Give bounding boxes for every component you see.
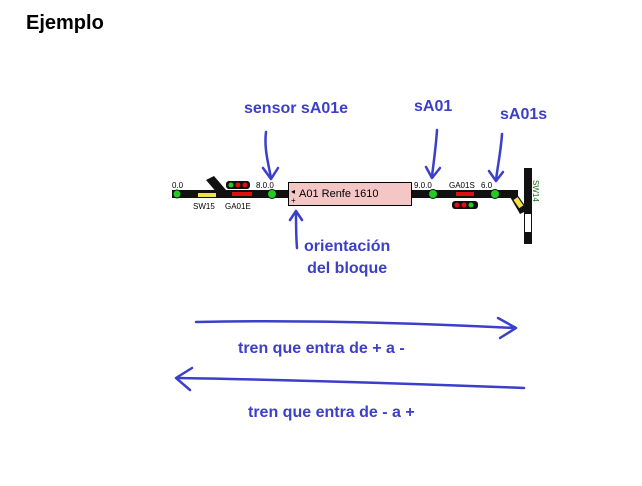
block-a01[interactable]: ◂ + A01 Renfe 1610 xyxy=(288,182,412,206)
annotation-orientacion: orientación del bloque xyxy=(304,236,390,280)
switch-label-sw15: SW15 xyxy=(193,202,215,211)
block-orientation-marker: ◂ xyxy=(291,187,296,196)
annotation-sensor-sa01e: sensor sA01e xyxy=(244,100,349,117)
arrow-sa01s xyxy=(494,132,504,182)
annotation-plus-to-minus: tren que entra de + a - xyxy=(238,340,405,357)
sensor-left-end xyxy=(172,189,182,199)
signal-ga01s-lamp1 xyxy=(454,202,460,208)
annotation-sa01: sA01 xyxy=(414,98,453,115)
arrow-orientacion xyxy=(294,210,299,250)
sensor-sa01s xyxy=(490,189,500,199)
arrowhead-sa01s xyxy=(487,169,505,183)
sensor-sa01 xyxy=(428,189,438,199)
signal-label-ga01e: GA01E xyxy=(225,202,251,211)
arrowhead-plus-minus xyxy=(496,316,518,340)
switch-right-white xyxy=(525,214,531,232)
sensor-sa01e xyxy=(267,189,277,199)
page-title: Ejemplo xyxy=(26,12,104,34)
arrowhead-orientacion xyxy=(288,209,304,222)
track-red-left xyxy=(232,192,252,196)
arrow-sa01 xyxy=(430,128,439,178)
counter-right: 6.0 xyxy=(481,181,493,190)
arrowhead-sensor-sa01e xyxy=(261,166,280,181)
block-label: A01 Renfe 1610 xyxy=(299,188,379,200)
track-red-right xyxy=(456,192,474,196)
arrow-minus-plus xyxy=(176,376,526,390)
arrowhead-minus-plus xyxy=(174,366,194,392)
arrow-plus-minus xyxy=(194,320,516,330)
track-left xyxy=(172,190,288,198)
counter-mid-right: 9.0.0 xyxy=(414,181,432,190)
signal-ga01e-lamp2 xyxy=(235,182,241,188)
annotation-orientacion-line1: orientación xyxy=(304,238,391,255)
switch-left-yellow xyxy=(198,193,216,197)
annotation-sa01s: sA01s xyxy=(500,106,548,123)
annotation-orientacion-line2: del bloque xyxy=(307,260,388,277)
arrowhead-sa01 xyxy=(424,165,442,180)
signal-ga01s-lamp3 xyxy=(468,202,474,208)
counter-left: 0.0 xyxy=(172,181,184,190)
switch-label-sw14: SW14 xyxy=(531,180,540,202)
switch-right-vertical xyxy=(524,168,532,244)
block-plus-marker: + xyxy=(291,196,296,205)
counter-mid-left: 8.0.0 xyxy=(256,181,274,190)
arrow-sensor-sa01e xyxy=(264,130,273,180)
switch-right-yellow xyxy=(513,197,524,209)
signal-ga01e-lamp1 xyxy=(228,182,234,188)
signal-ga01s-lamp2 xyxy=(461,202,467,208)
signal-label-ga01s: GA01S xyxy=(449,181,475,190)
switch-left-diverge xyxy=(206,176,226,194)
annotation-minus-to-plus: tren que entra de - a + xyxy=(248,404,415,421)
signal-ga01e-lamp3 xyxy=(242,182,248,188)
